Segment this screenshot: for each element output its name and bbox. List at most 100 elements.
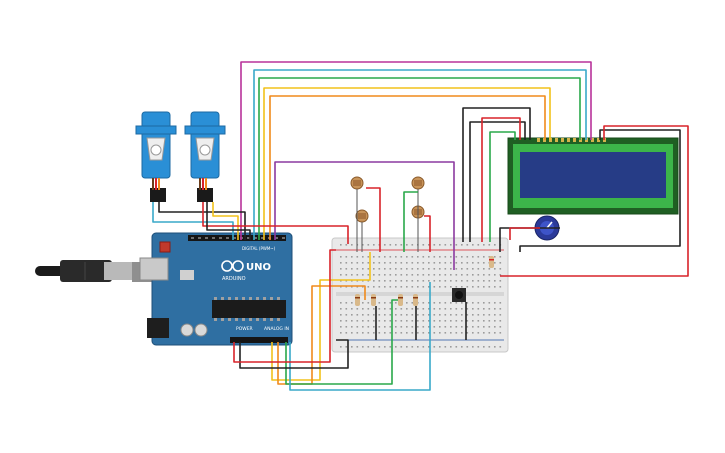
breadboard-hole — [444, 314, 447, 316]
breadboard-hole — [477, 244, 480, 246]
breadboard-hole — [450, 262, 452, 264]
breadboard-hole — [351, 346, 353, 348]
breadboard-hole — [411, 320, 414, 322]
breadboard-hole — [367, 326, 370, 328]
breadboard-hole — [384, 268, 386, 270]
breadboard-hole — [400, 320, 403, 322]
breadboard-hole — [367, 332, 370, 334]
breadboard-hole — [455, 268, 458, 270]
breadboard-hole — [488, 326, 491, 328]
breadboard-hole — [439, 280, 441, 282]
breadboard-hole — [395, 268, 397, 270]
breadboard-hole — [433, 274, 436, 276]
breadboard-hole — [444, 302, 447, 304]
breadboard-hole — [444, 274, 447, 276]
photoresistor-3 — [355, 209, 369, 223]
breadboard-hole — [373, 256, 375, 258]
breadboard-hole — [378, 280, 381, 282]
breadboard-hole — [461, 332, 463, 334]
breadboard-hole — [378, 314, 381, 316]
breadboard-hole — [367, 274, 370, 276]
breadboard-hole — [483, 256, 485, 258]
breadboard-hole — [428, 244, 430, 246]
breadboard-hole — [384, 286, 386, 288]
breadboard-hole — [400, 314, 403, 316]
breadboard-hole — [488, 268, 491, 270]
breadboard-hole — [345, 262, 348, 264]
breadboard-hole — [444, 244, 447, 246]
breadboard-hole — [472, 286, 474, 288]
breadboard-hole — [378, 320, 381, 322]
breadboard-hole — [499, 302, 502, 304]
breadboard-hole — [494, 302, 496, 304]
breadboard-hole — [384, 280, 386, 282]
breadboard-hole — [466, 302, 469, 304]
breadboard-hole — [461, 268, 463, 270]
breadboard-hole — [406, 268, 408, 270]
breadboard-hole — [351, 308, 353, 310]
breadboard-hole — [439, 346, 441, 348]
breadboard-hole — [472, 280, 474, 282]
breadboard-hole — [494, 314, 496, 316]
breadboard-hole — [488, 286, 491, 288]
breadboard-hole — [439, 320, 441, 322]
breadboard-hole — [362, 274, 364, 276]
breadboard-hole — [422, 286, 425, 288]
breadboard-hole — [488, 280, 491, 282]
lcd-display — [507, 137, 679, 215]
breadboard-hole — [340, 326, 342, 328]
wire-purple — [274, 161, 455, 270]
breadboard-hole — [373, 274, 375, 276]
breadboard-hole — [384, 256, 386, 258]
wire-red-pot — [509, 227, 540, 240]
breadboard-hole — [417, 274, 419, 276]
breadboard-hole — [472, 320, 474, 322]
breadboard-hole — [499, 332, 502, 334]
breadboard-hole — [439, 314, 441, 316]
breadboard-hole — [477, 308, 480, 310]
wire-yellow-analog — [271, 252, 371, 381]
breadboard-hole — [477, 320, 480, 322]
breadboard-hole — [439, 302, 441, 304]
breadboard-hole — [450, 256, 452, 258]
breadboard-hole — [422, 244, 425, 246]
breadboard-hole — [417, 346, 419, 348]
resistor-1 — [355, 294, 360, 306]
breadboard-hole — [400, 274, 403, 276]
breadboard-hole — [362, 308, 364, 310]
breadboard-hole — [450, 332, 452, 334]
breadboard-hole — [428, 332, 430, 334]
wire-servo-yellow — [212, 202, 239, 240]
breadboard-hole — [351, 244, 353, 246]
breadboard-hole — [450, 314, 452, 316]
breadboard-hole — [477, 302, 480, 304]
breadboard-hole — [483, 268, 485, 270]
breadboard-hole — [417, 280, 419, 282]
breadboard-hole — [483, 274, 485, 276]
breadboard-hole — [395, 314, 397, 316]
breadboard-hole — [345, 302, 348, 304]
breadboard-hole — [477, 274, 480, 276]
breadboard-hole — [367, 308, 370, 310]
breadboard-hole — [356, 332, 359, 334]
breadboard-hole — [483, 244, 485, 246]
resistor-2 — [371, 294, 376, 306]
breadboard-hole — [433, 320, 436, 322]
breadboard-hole — [466, 244, 469, 246]
breadboard-hole — [373, 308, 375, 310]
breadboard-hole — [483, 286, 485, 288]
breadboard-hole — [477, 332, 480, 334]
breadboard-hole — [395, 262, 397, 264]
breadboard-hole — [466, 320, 469, 322]
breadboard-hole — [356, 326, 359, 328]
breadboard-hole — [483, 280, 485, 282]
breadboard-hole — [422, 320, 425, 322]
wire-black-gnd — [239, 339, 349, 369]
breadboard-hole — [417, 262, 419, 264]
breadboard-hole — [406, 308, 408, 310]
breadboard-hole — [406, 346, 408, 348]
breadboard-hole — [472, 302, 474, 304]
resistor-5 — [489, 256, 494, 268]
breadboard-hole — [367, 268, 370, 270]
